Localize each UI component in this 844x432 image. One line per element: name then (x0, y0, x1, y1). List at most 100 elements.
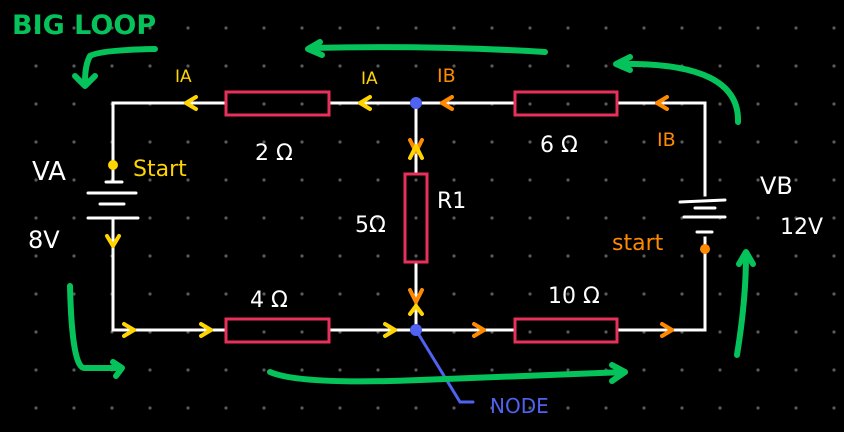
grid-dot (300, 216, 304, 220)
grid-dot (338, 368, 342, 372)
grid-dot (72, 64, 76, 68)
loop-arrow-bottom (267, 369, 628, 385)
grid-dot (756, 64, 760, 68)
resistor-6-ohm[interactable] (513, 90, 619, 117)
grid-dot (604, 102, 608, 106)
grid-dot (414, 178, 418, 182)
label-2-ohm: 2 Ω (255, 141, 293, 166)
grid-dot (718, 26, 722, 30)
grid-dot (300, 406, 304, 410)
grid-dot (262, 140, 266, 144)
resistor-4-ohm[interactable] (224, 317, 331, 344)
grid-dot (756, 368, 760, 372)
grid-dot (490, 178, 494, 182)
battery-va[interactable] (86, 160, 140, 232)
grid-dot (528, 140, 532, 144)
grid-dot (756, 216, 760, 220)
grid-dot (376, 64, 380, 68)
grid-dot (376, 368, 380, 372)
grid-dot (148, 406, 152, 410)
grid-dot (794, 254, 798, 258)
grid-dot (34, 406, 38, 410)
grid-dot (528, 26, 532, 30)
label-ia-top-mid: IA (361, 69, 378, 89)
grid-dot (376, 26, 380, 30)
grid-dot (452, 254, 456, 258)
arrow-ia-va-down (105, 234, 121, 248)
arrow-ib-bottom-2 (660, 322, 674, 338)
grid-dot (72, 102, 76, 106)
label-4-ohm: 4 Ω (250, 288, 288, 313)
node-label: NODE (490, 394, 549, 418)
grid-dot (262, 178, 266, 182)
grid-dot (756, 178, 760, 182)
grid-dot (680, 254, 684, 258)
grid-dot (718, 102, 722, 106)
arrow-ia-top-left (184, 95, 198, 111)
grid-dot (262, 368, 266, 372)
label-vb-value: 12V (780, 215, 823, 240)
grid-dot (110, 406, 114, 410)
grid-dot (262, 406, 266, 410)
grid-dot (186, 254, 190, 258)
grid-dot (680, 368, 684, 372)
grid-dot (566, 292, 570, 296)
grid-dot (262, 64, 266, 68)
grid-dot (490, 216, 494, 220)
grid-dot (528, 330, 532, 334)
loop-arrow-top-left (82, 46, 158, 85)
grid-dot (528, 178, 532, 182)
grid-dot (566, 140, 570, 144)
grid-dot (34, 216, 38, 220)
resistor-2-ohm[interactable] (224, 90, 331, 117)
grid-dot (262, 292, 266, 296)
grid-dot (262, 26, 266, 30)
grid-dot (338, 140, 342, 144)
grid-dot (680, 406, 684, 410)
label-6-ohm: 6 Ω (540, 133, 578, 158)
grid-dot (186, 26, 190, 30)
grid-dot (718, 140, 722, 144)
grid-dot (604, 216, 608, 220)
loop-arrow-right-head (736, 249, 756, 267)
grid-dot (34, 254, 38, 258)
arrow-ia-mid-up (408, 144, 424, 160)
grid-dot (34, 368, 38, 372)
grid-dot (756, 26, 760, 30)
grid-dot (794, 26, 798, 30)
grid-dot (528, 292, 532, 296)
grid-dot (414, 26, 418, 30)
grid-dot (186, 292, 190, 296)
grid-dot (72, 178, 76, 182)
grid-dot (566, 64, 570, 68)
grid-dot (680, 26, 684, 30)
grid-dot (794, 330, 798, 334)
grid-dot (186, 406, 190, 410)
grid-dot (604, 292, 608, 296)
node-top[interactable] (410, 97, 422, 109)
grid-dot (604, 26, 608, 30)
grid-dot (224, 292, 228, 296)
current-arrows (105, 95, 674, 338)
grid-dot (34, 330, 38, 334)
grid-dot (756, 140, 760, 144)
grid-dot (148, 254, 152, 258)
grid-dot (338, 178, 342, 182)
loop-arrow-top-right (617, 60, 742, 125)
grid-dot (376, 216, 380, 220)
resistor-10-ohm[interactable] (513, 317, 619, 344)
grid-dot (490, 368, 494, 372)
resistors (224, 90, 619, 344)
grid-dot (832, 178, 836, 182)
grid-dot (794, 102, 798, 106)
resistor-r1-5-ohm[interactable] (403, 172, 429, 264)
grid-dot (186, 178, 190, 182)
grid-dot (490, 406, 494, 410)
grid-dot (642, 178, 646, 182)
grid-dot (566, 26, 570, 30)
grid-dot (34, 26, 38, 30)
grid-dot (490, 254, 494, 258)
battery-vb[interactable] (678, 198, 727, 234)
grid-dot (262, 330, 266, 334)
arrow-ib-mid-down (408, 138, 424, 154)
